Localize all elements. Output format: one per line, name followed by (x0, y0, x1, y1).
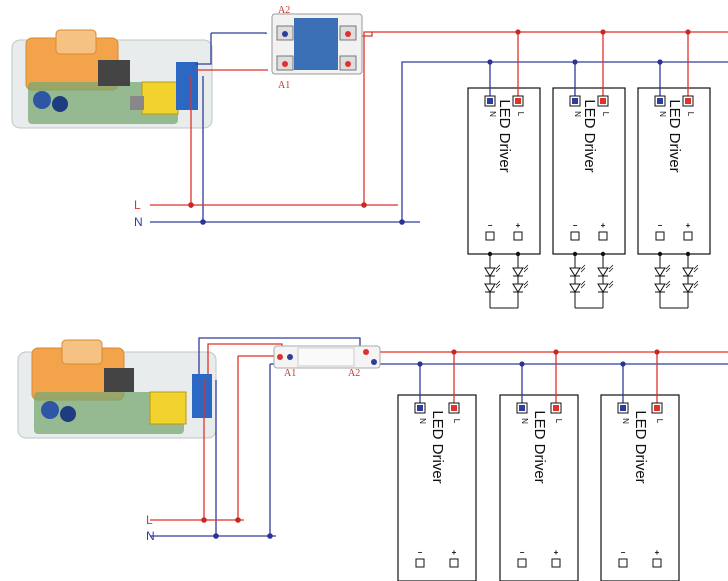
controller-module-bottom (17, 339, 217, 439)
driver-3-minus: − (658, 221, 663, 230)
ssr-a1-label: A1 (278, 80, 290, 91)
rail-label-live: L (134, 198, 141, 212)
wiring-bottom (150, 337, 728, 537)
led-driver-5: N L LED Driver − + (499, 349, 579, 581)
solid-state-relay: A2 A1 (271, 5, 363, 91)
driver-2-l-label: L (601, 112, 610, 117)
driver-6-l-label: L (655, 419, 664, 424)
driver-3-title: LED Driver (666, 99, 683, 172)
driver-5-n-label: N (520, 418, 529, 424)
rail-label-neutral-bottom: N (146, 529, 155, 543)
driver-3-l-label: L (686, 112, 695, 117)
driver-6-title: LED Driver (632, 410, 649, 483)
driver-6-n-label: N (621, 418, 630, 424)
driver-4-plus: + (452, 548, 457, 557)
rail-label-live-bottom: L (146, 513, 153, 527)
driver-4-l-label: L (452, 419, 461, 424)
relay-a2-label: A2 (348, 368, 360, 379)
driver-3-plus: + (686, 221, 691, 230)
driver-1-plus: + (516, 221, 521, 230)
din-relay: A1 A2 (273, 345, 381, 379)
driver-5-title: LED Driver (531, 410, 548, 483)
junctions-bottom (201, 517, 273, 539)
driver-4-minus: − (418, 548, 423, 557)
driver-1-n-label: N (488, 111, 497, 117)
controller-module-top (11, 29, 213, 129)
driver-6-plus: + (655, 548, 660, 557)
driver-3-n-label: N (658, 111, 667, 117)
bottom-drivers: N L LED Driver − + N L LED Driver − + N L LED Driver… (397, 349, 680, 581)
rail-label-neutral: N (134, 215, 143, 229)
driver-1-l-label: L (516, 112, 525, 117)
ssr-a2-label: A2 (278, 5, 290, 16)
driver-2-minus: − (573, 221, 578, 230)
driver-5-plus: + (554, 548, 559, 557)
driver-1-minus: − (488, 221, 493, 230)
driver-2-plus: + (601, 221, 606, 230)
driver-6-minus: − (621, 548, 626, 557)
junctions-top (188, 202, 405, 225)
driver-2-title: LED Driver (581, 99, 598, 172)
relay-a1-label: A1 (284, 368, 296, 379)
driver-4-n-label: N (418, 418, 427, 424)
driver-5-minus: − (520, 548, 525, 557)
led-driver-6: N L LED Driver − + (600, 349, 680, 581)
driver-1-title: LED Driver (496, 99, 513, 172)
led-driver-4: N L LED Driver − + (397, 349, 477, 581)
driver-5-l-label: L (554, 419, 563, 424)
driver-2-n-label: N (573, 111, 582, 117)
driver-4-title: LED Driver (429, 410, 446, 483)
